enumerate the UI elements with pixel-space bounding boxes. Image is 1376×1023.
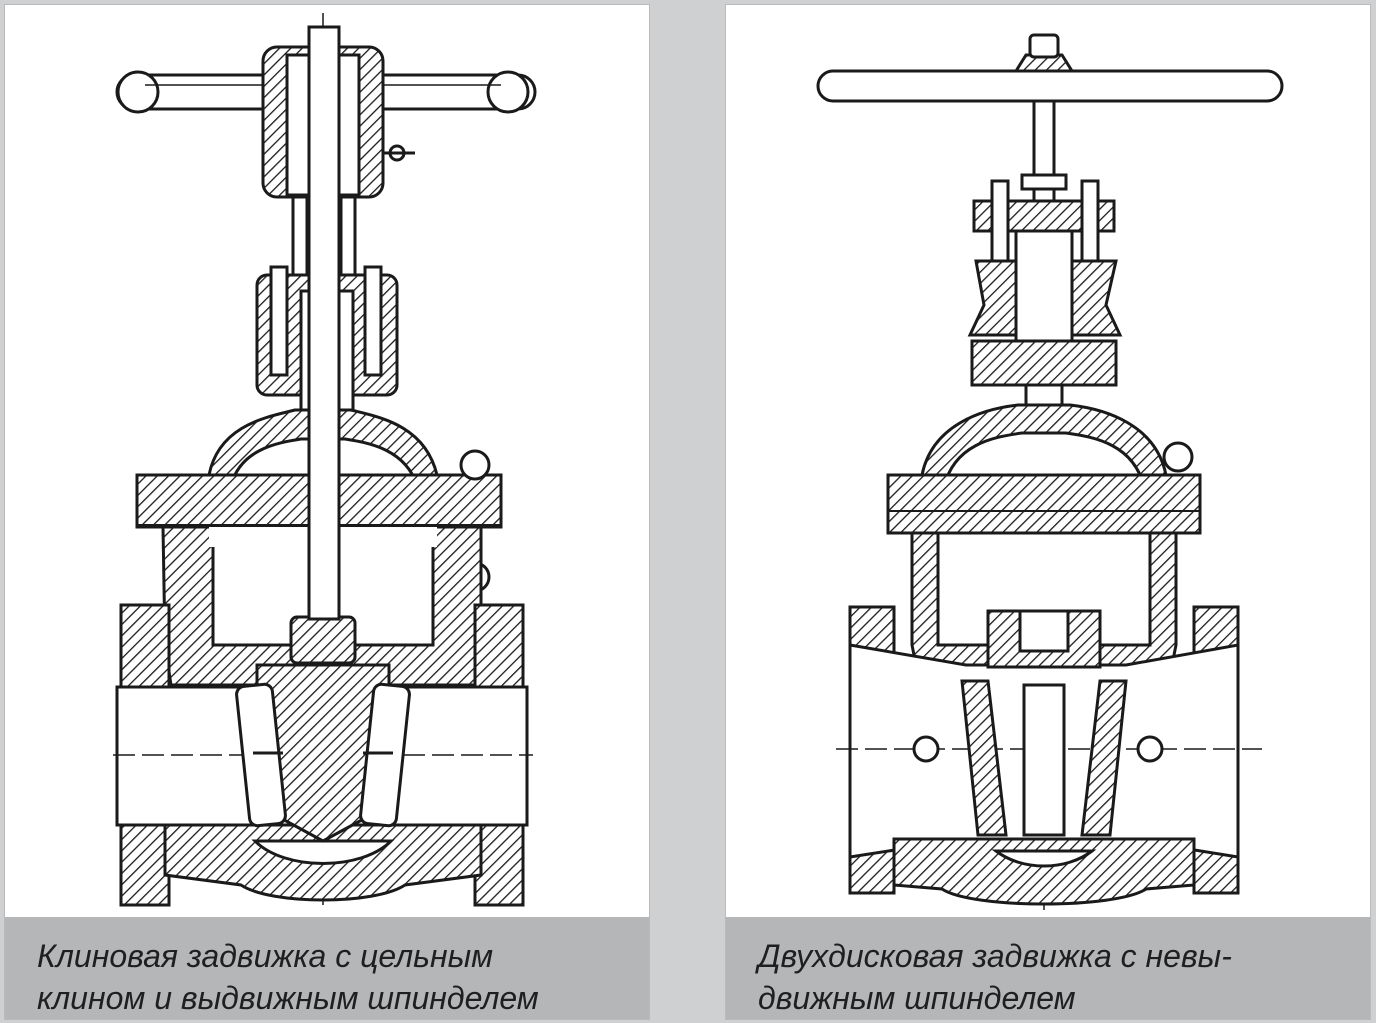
panel-double-disc-gate-valve: Двухдисковая задвижка с невы- движным шп… xyxy=(725,4,1371,1020)
double-disc-gate-valve-drawing xyxy=(816,33,1284,910)
wedge-gate-valve-drawing xyxy=(113,13,537,910)
caption-line-1: Клиновая задвижка с цельным xyxy=(37,938,494,974)
handwheel xyxy=(816,33,1284,103)
panel-wedge-gate-valve: Клиновая задвижка с цельным клином и выд… xyxy=(4,4,650,1020)
caption-line-2: движным шпинделем xyxy=(758,980,1076,1016)
caption-wedge-gate-valve: Клиновая задвижка с цельным клином и выд… xyxy=(5,917,649,1019)
caption-line-2: клином и выдвижным шпинделем xyxy=(37,980,539,1016)
caption-line-1: Двухдисковая задвижка с невы- xyxy=(758,938,1232,974)
caption-double-disc-gate-valve: Двухдисковая задвижка с невы- движным шп… xyxy=(726,917,1370,1019)
